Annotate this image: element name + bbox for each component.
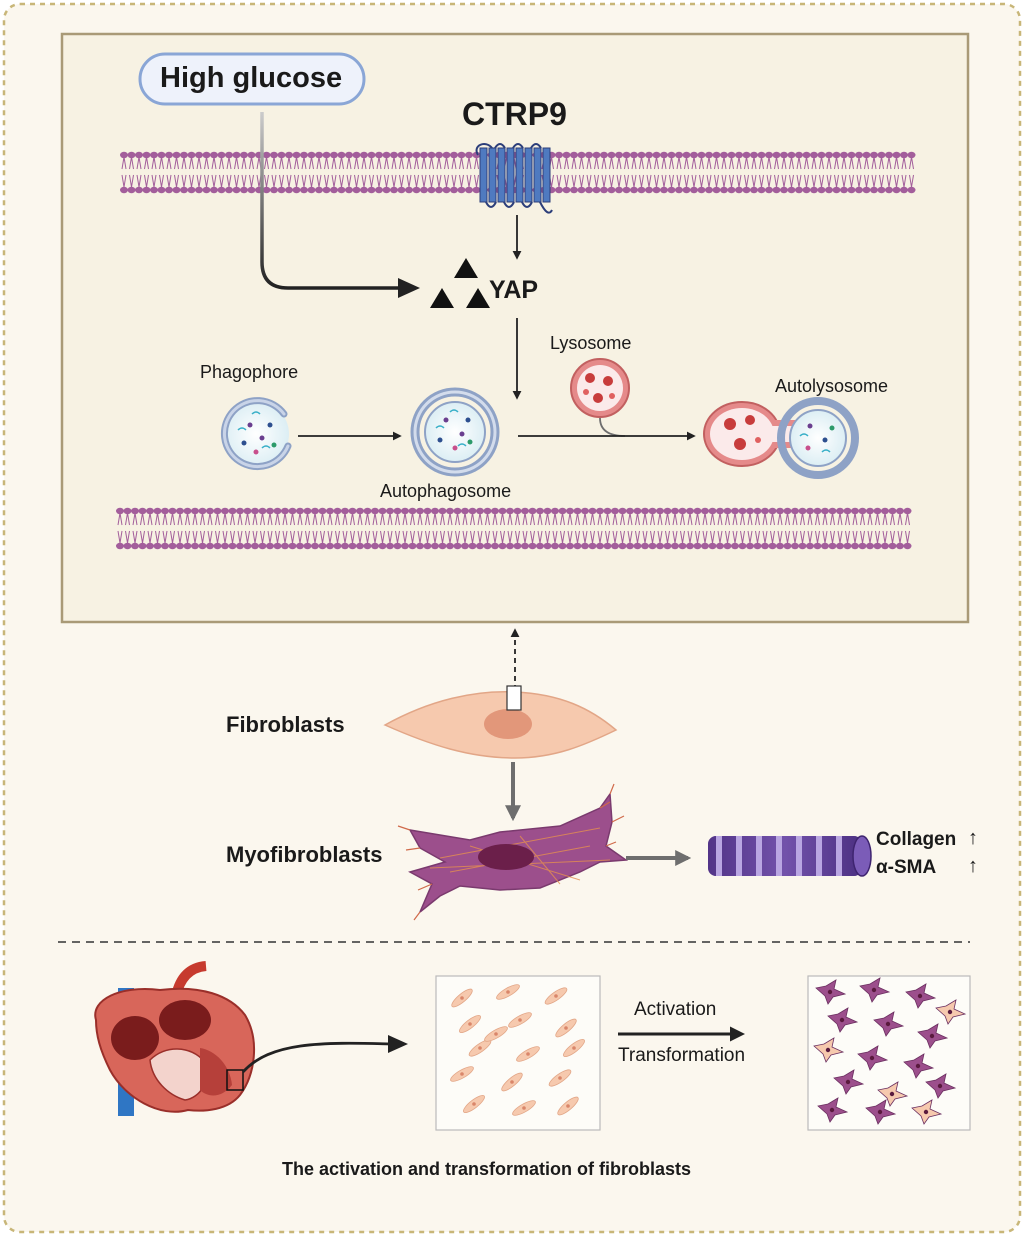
- fibroblast-cell-icon: [383, 685, 618, 759]
- activated-myofibroblast-panel: [807, 975, 971, 1131]
- autolysosome-label: Autolysosome: [775, 376, 889, 396]
- lysosome-icon: [570, 358, 630, 418]
- autophagosome-label: Autophagosome: [380, 481, 512, 501]
- high-glucose-label: High glucose: [160, 62, 343, 94]
- plasma-membrane-bottom: [116, 507, 912, 550]
- asma-label: α-SMA: [876, 857, 937, 878]
- myofibroblast-cell-icon: [397, 783, 629, 921]
- glucose-to-yap-arrowhead: [398, 278, 420, 298]
- high-glucose-pill: [138, 52, 366, 106]
- ctrp9-receptor: [475, 143, 553, 214]
- fibroblasts-label: Fibroblasts: [226, 712, 345, 737]
- asma-up-arrow: ↑: [968, 855, 978, 877]
- myofibroblasts-label: Myofibroblasts: [226, 842, 383, 867]
- lysosome-label: Lysosome: [550, 333, 632, 353]
- autolysosome-icon: [703, 397, 859, 479]
- bottom-caption: The activation and transformation of fib…: [282, 1159, 692, 1179]
- phagophore-label: Phagophore: [200, 362, 299, 382]
- yap-label: YAP: [489, 276, 539, 304]
- quiescent-fibroblast-panel: [435, 975, 601, 1131]
- yap-complex-icon: [430, 258, 490, 308]
- collagen-label: Collagen: [876, 829, 957, 850]
- heart-to-fibroblasts-arrow: [241, 1041, 393, 1073]
- heart-arrowhead: [388, 1035, 408, 1053]
- heart-icon: [94, 961, 256, 1116]
- activation-label: Activation: [634, 999, 717, 1020]
- phagophore-icon: [220, 397, 292, 471]
- transformation-label: Transformation: [618, 1045, 746, 1066]
- ctrp9-label: CTRP9: [462, 96, 567, 132]
- collagen-up-arrow: ↑: [968, 827, 978, 849]
- collagen-fiber-icon: [708, 835, 872, 877]
- cell-panel: [60, 32, 970, 624]
- autophagosome-icon: [410, 387, 500, 477]
- glucose-to-yap-arrow: [260, 112, 412, 290]
